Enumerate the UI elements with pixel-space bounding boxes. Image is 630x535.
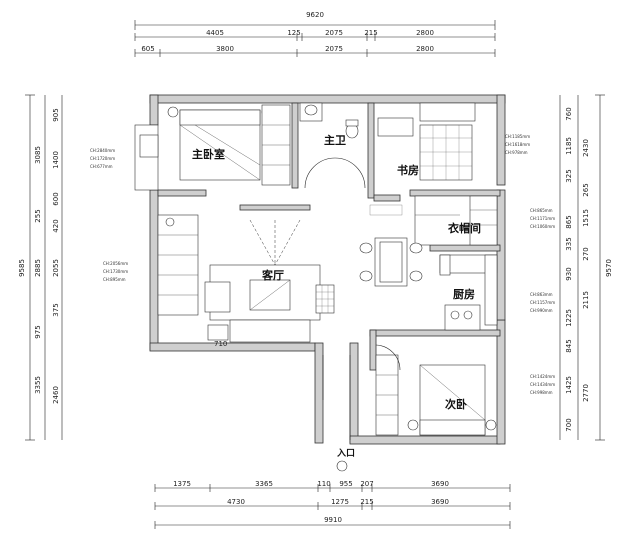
- dim-left-h: 600: [52, 192, 60, 205]
- master-bath: 主卫: [299, 102, 366, 189]
- dim-right-n: 845: [565, 339, 573, 352]
- dim-top-2c: 2075: [325, 45, 343, 53]
- dim-left-total: 9585: [18, 259, 26, 277]
- dim-left-i: 420: [52, 219, 60, 232]
- living-room: 客厅 710 CH:2056mm CH:1730mm CH:895mm: [103, 214, 335, 348]
- ch-study-1: CH:1185mm: [505, 134, 530, 139]
- dim-right-l: 930: [565, 267, 573, 280]
- dim-right-b: 265: [582, 183, 590, 196]
- dim-top-1d: 215: [364, 29, 377, 37]
- dim-bottom-1d: 955: [339, 480, 352, 488]
- dim-bottom-2c: 215: [360, 498, 373, 506]
- dim-bottom-2d: 3690: [431, 498, 449, 506]
- dim-top-total: 9620: [306, 11, 324, 19]
- ch-living-1: CH:2056mm: [103, 261, 128, 266]
- dim-right-j: 865: [565, 215, 573, 228]
- dim-bottom-1c: 110: [317, 480, 330, 488]
- left-dimensions: 9585 3085 255 2885 975 3355 905 1400 600…: [18, 94, 63, 441]
- dim-right-h: 1185: [565, 137, 573, 155]
- entrance-person-icon: [336, 460, 348, 472]
- dim-right-d: 270: [582, 247, 590, 260]
- room-label-study: 书房: [397, 163, 419, 177]
- dim-right-o: 1425: [565, 376, 573, 394]
- ch-cloak-3: CH:1060mm: [530, 224, 555, 229]
- dim-bottom-1f: 3690: [431, 480, 449, 488]
- master-bedroom: 主卧室 CH:2840mm CH:1720mm CH:677mm: [90, 104, 291, 191]
- second-bedroom: 次卧 CH:1424mm CH:1434mm CH:998mm: [375, 344, 555, 436]
- dim-right-e: 2115: [582, 291, 590, 309]
- dim-top-1e: 2800: [416, 29, 434, 37]
- study: 书房 CH:1185mm CH:1618mm CH:978mm: [369, 102, 530, 216]
- ch-second-1: CH:1424mm: [530, 374, 555, 379]
- dim-left-g: 1400: [52, 151, 60, 169]
- dim-left-f: 905: [52, 108, 60, 121]
- living-dim-marker: 710: [214, 340, 227, 348]
- bottom-dimensions: 1375 3365 110 955 207 3690 4730 1275 215…: [154, 480, 511, 529]
- top-dimensions: 9620 4405 125 2075 215 2800 605 3800 207…: [134, 11, 496, 57]
- dim-top-1b: 125: [287, 29, 300, 37]
- ch-living-3: CH:895mm: [103, 277, 126, 282]
- room-label-living: 客厅: [261, 268, 284, 282]
- dim-top-1c: 2075: [325, 29, 343, 37]
- cloakroom: 衣帽间 CH:865mm CH:1171mm CH:1060mm: [414, 195, 555, 246]
- dim-bottom-1b: 3365: [255, 480, 273, 488]
- ch-living-2: CH:1730mm: [103, 269, 128, 274]
- entrance-label: 入口: [336, 448, 355, 459]
- ch-study-3: CH:978mm: [505, 150, 528, 155]
- dim-right-p: 700: [565, 418, 573, 431]
- dim-bottom-total: 9910: [324, 516, 342, 524]
- room-label-master-bedroom: 主卧室: [192, 147, 225, 161]
- dim-bottom-2a: 4730: [227, 498, 245, 506]
- right-dimensions: 9570 2430 265 1515 270 2115 2770 760 118…: [559, 94, 613, 441]
- room-label-second-bedroom: 次卧: [445, 397, 467, 411]
- kitchen: 厨房 CH:863mm CH:1157mm CH:990mm: [439, 254, 555, 331]
- ch-second-2: CH:1434mm: [530, 382, 555, 387]
- walls: [149, 94, 506, 445]
- entrance: 入口: [322, 355, 355, 472]
- dim-left-l: 2460: [52, 386, 60, 404]
- dim-bottom-2b: 1275: [331, 498, 349, 506]
- ch-master-3: CH:677mm: [90, 164, 113, 169]
- dim-right-c: 1515: [582, 209, 590, 227]
- dim-left-j: 2055: [52, 259, 60, 277]
- dim-top-2d: 2800: [416, 45, 434, 53]
- dim-right-m: 1225: [565, 309, 573, 327]
- ch-second-3: CH:998mm: [530, 390, 553, 395]
- dim-top-1a: 4405: [206, 29, 224, 37]
- dim-right-i: 325: [565, 169, 573, 182]
- dim-right-f: 2770: [582, 384, 590, 402]
- dim-right-k: 335: [565, 237, 573, 250]
- dim-bottom-1a: 1375: [173, 480, 191, 488]
- dim-left-b: 255: [34, 209, 42, 222]
- ch-study-2: CH:1618mm: [505, 142, 530, 147]
- ch-kitchen-2: CH:1157mm: [530, 300, 555, 305]
- ch-master-2: CH:1720mm: [90, 156, 115, 161]
- dim-left-d: 975: [34, 325, 42, 338]
- dim-left-a: 3085: [34, 146, 42, 164]
- dim-left-e: 3355: [34, 376, 42, 394]
- dim-left-k: 375: [52, 303, 60, 316]
- dim-right-g: 760: [565, 107, 573, 120]
- ch-cloak-1: CH:865mm: [530, 208, 553, 213]
- ch-kitchen-3: CH:990mm: [530, 308, 553, 313]
- room-label-cloakroom: 衣帽间: [448, 221, 481, 235]
- ch-cloak-2: CH:1171mm: [530, 216, 555, 221]
- dim-top-2a: 605: [141, 45, 154, 53]
- dim-right-total: 9570: [605, 259, 613, 277]
- ch-kitchen-1: CH:863mm: [530, 292, 553, 297]
- room-label-master-bath: 主卫: [324, 133, 346, 147]
- dim-top-2b: 3800: [216, 45, 234, 53]
- dim-bottom-1e: 207: [360, 480, 373, 488]
- dim-left-c: 2885: [34, 259, 42, 277]
- room-label-kitchen: 厨房: [453, 287, 475, 301]
- ch-master-1: CH:2840mm: [90, 148, 115, 153]
- dim-right-a: 2430: [582, 139, 590, 157]
- dining-area: [359, 237, 451, 287]
